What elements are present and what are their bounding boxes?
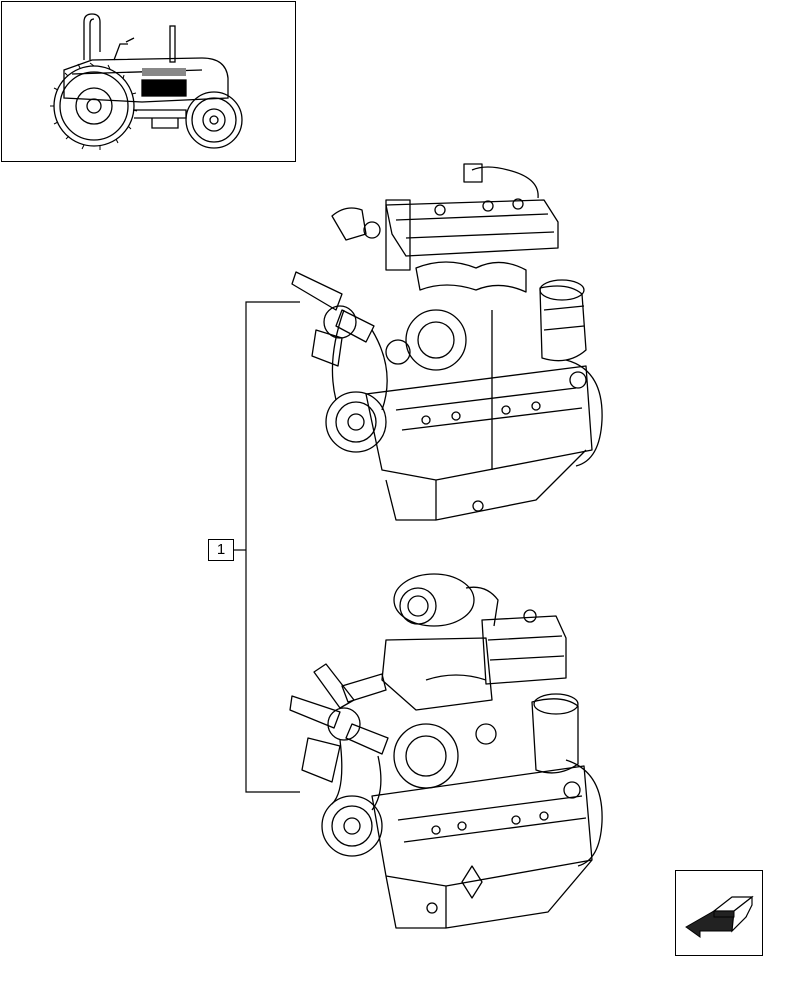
engine-lower-view <box>286 560 616 945</box>
engine-upper-view <box>286 160 616 540</box>
previous-page-button[interactable] <box>675 870 763 956</box>
tractor-thumbnail-frame <box>1 1 296 162</box>
engine-rear-view-icon <box>291 163 603 521</box>
tractor-location-icon <box>50 13 243 150</box>
callout-label-1[interactable]: 1 <box>208 539 234 561</box>
previous-page-arrow-icon <box>685 895 754 938</box>
engine-front-view-icon <box>289 573 603 929</box>
